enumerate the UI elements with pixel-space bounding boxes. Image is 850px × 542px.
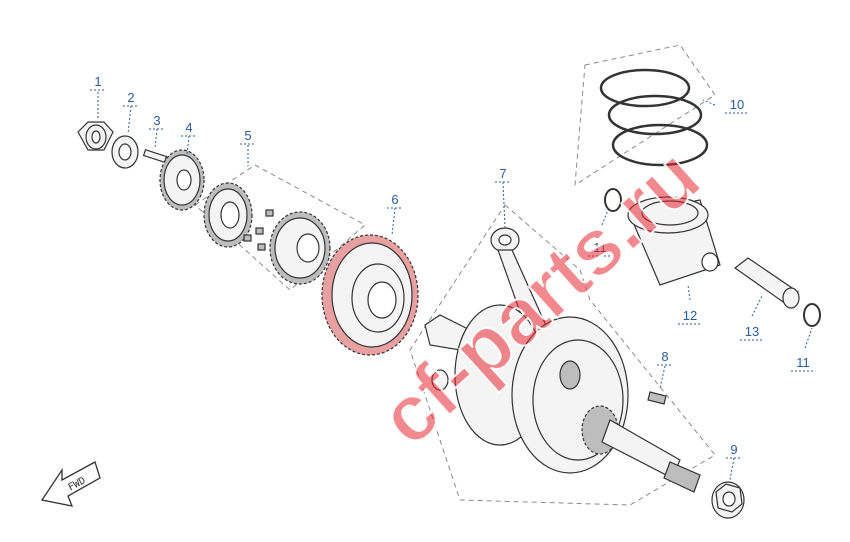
nut-part: [77, 121, 114, 151]
svg-text:12: 12: [683, 308, 697, 323]
callout-1: 1: [90, 74, 106, 91]
callout-11-right: 11: [791, 355, 815, 372]
washer-part: [111, 135, 139, 169]
forward-arrow-icon: FWD: [40, 461, 101, 507]
svg-text:6: 6: [391, 192, 398, 207]
crankshaft-assembly-part: [424, 227, 701, 493]
svg-text:3: 3: [153, 113, 160, 128]
callout-2: 2: [123, 90, 139, 107]
svg-text:7: 7: [499, 166, 506, 181]
callout-3: 3: [149, 113, 165, 130]
svg-text:11: 11: [593, 240, 607, 255]
callout-7: 7: [495, 166, 511, 183]
svg-text:4: 4: [185, 120, 192, 135]
callout-9: 9: [726, 442, 742, 459]
svg-text:10: 10: [730, 97, 744, 112]
bevel-gear-part: [159, 149, 205, 211]
svg-text:13: 13: [745, 324, 759, 339]
callout-12: 12: [678, 308, 702, 325]
circlip-right-part: [803, 303, 821, 327]
circlip-left-part: [604, 188, 622, 212]
svg-text:9: 9: [730, 442, 737, 457]
svg-text:2: 2: [127, 90, 134, 105]
gear-set-part: [203, 182, 331, 285]
woodruff-key-part: [647, 391, 667, 405]
flange-nut-part: [711, 481, 745, 519]
group-box-gears: [194, 164, 366, 291]
svg-text:5: 5: [244, 128, 251, 143]
callout-13: 13: [740, 324, 764, 341]
piston-pin-part: [733, 257, 800, 309]
callout-8: 8: [657, 349, 673, 366]
svg-text:8: 8: [661, 349, 668, 364]
svg-text:11: 11: [796, 355, 810, 370]
large-gear-part: [321, 234, 419, 356]
leader-lines: [97, 92, 813, 481]
piston-rings-part: [599, 68, 709, 167]
key-part: [142, 148, 168, 164]
callout-5: 5: [240, 128, 256, 145]
callout-6: 6: [387, 192, 403, 209]
callout-10: 10: [725, 97, 749, 114]
callout-11-left: 11: [588, 240, 612, 257]
group-box-rings: [574, 44, 716, 186]
svg-text:1: 1: [94, 74, 101, 89]
callout-4: 4: [181, 120, 197, 137]
piston-part: [627, 196, 721, 286]
